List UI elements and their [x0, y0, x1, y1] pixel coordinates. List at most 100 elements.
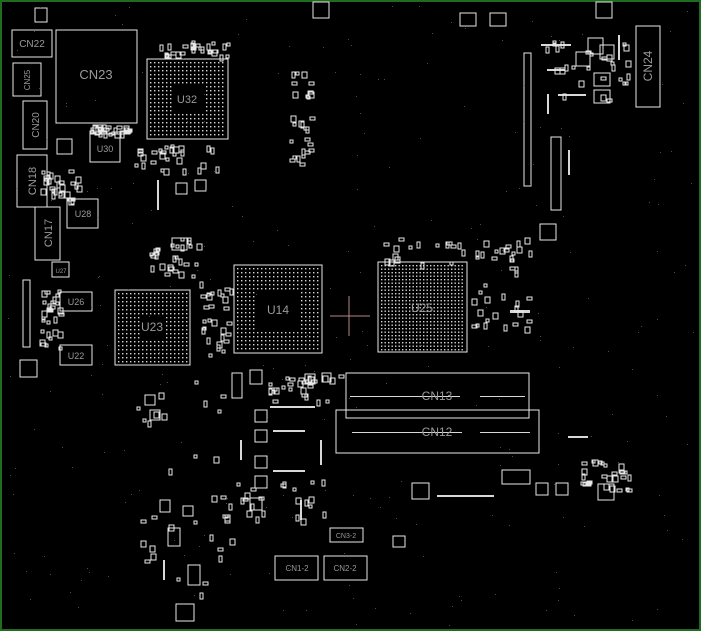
component-cn2-2[interactable]: [323, 555, 368, 581]
bga-pin: [206, 106, 208, 108]
bga-pin: [186, 134, 188, 136]
via: [97, 188, 98, 189]
pad: [144, 559, 151, 564]
bga-pin: [313, 304, 315, 306]
via: [464, 106, 465, 107]
bga-pin: [313, 292, 315, 294]
pad: [329, 377, 336, 385]
via: [283, 495, 284, 496]
component-u22[interactable]: [59, 344, 93, 366]
component-u23[interactable]: [114, 289, 191, 366]
component-connector[interactable]: [22, 279, 31, 348]
bga-pin: [437, 303, 439, 305]
pad: [281, 385, 286, 390]
pad: [191, 274, 196, 279]
bga-pin: [214, 122, 216, 124]
bga-pin: [166, 301, 168, 303]
bga-pin: [182, 333, 184, 335]
component-cn13[interactable]: [345, 372, 530, 419]
bga-pin: [458, 282, 460, 284]
component: [254, 429, 268, 443]
bga-pin: [273, 348, 275, 350]
pad: [224, 287, 231, 292]
component-cn3-2[interactable]: [329, 527, 364, 543]
bga-pin: [461, 321, 463, 323]
bga-pin: [257, 332, 259, 334]
component-connector[interactable]: [523, 52, 532, 187]
bga-pin: [289, 348, 291, 350]
bga-pin: [202, 134, 204, 136]
bga-pin: [301, 304, 303, 306]
component-u14[interactable]: [233, 264, 323, 354]
bga-pin: [241, 308, 243, 310]
component-cn17[interactable]: [34, 206, 61, 261]
component-u28[interactable]: [66, 198, 99, 229]
bga-pin: [285, 272, 287, 274]
bga-pin: [142, 357, 144, 359]
pad: [307, 375, 312, 383]
bga-pin: [198, 122, 200, 124]
component-cn23[interactable]: [55, 29, 138, 124]
component-cn22[interactable]: [11, 29, 53, 58]
bga-pin: [384, 265, 386, 267]
bga-pin: [170, 62, 172, 64]
bga-pin: [249, 300, 251, 302]
bga-pin: [222, 126, 224, 128]
bga-pin: [162, 78, 164, 80]
bga-pin: [405, 272, 407, 274]
bga-pin: [412, 349, 414, 351]
bga-pin: [388, 296, 390, 298]
component-cn12[interactable]: [335, 409, 540, 454]
bga-pin: [166, 110, 168, 112]
bga-pin: [158, 90, 160, 92]
bga-pin: [150, 301, 152, 303]
via: [66, 106, 67, 107]
bga-pin: [130, 293, 132, 295]
component-cn25[interactable]: [12, 62, 42, 97]
pad: [571, 65, 576, 70]
bga-pin: [391, 314, 393, 316]
bga-pin: [150, 106, 152, 108]
bga-pin: [384, 279, 386, 281]
bga-pin: [381, 268, 383, 270]
bga-pin: [309, 300, 311, 302]
pad: [600, 76, 607, 81]
pad: [514, 266, 519, 274]
component-cn20[interactable]: [22, 100, 48, 150]
bga-pin: [170, 301, 172, 303]
component-cn1-2[interactable]: [274, 555, 319, 581]
pad: [295, 514, 300, 522]
component-component[interactable]: [501, 469, 531, 485]
via: [380, 507, 381, 508]
component-u27[interactable]: [51, 261, 70, 278]
component-u25[interactable]: [377, 261, 468, 353]
bga-pin: [138, 317, 140, 319]
bga-pin: [437, 272, 439, 274]
bga-pin: [158, 130, 160, 132]
bga-pin: [305, 272, 307, 274]
bga-pin: [126, 349, 128, 351]
via: [102, 364, 103, 365]
bga-pin: [317, 344, 319, 346]
bga-pin: [391, 303, 393, 305]
bga-pin: [419, 349, 421, 351]
via: [540, 340, 541, 341]
component-cn24[interactable]: [635, 25, 661, 108]
bga-pin: [461, 303, 463, 305]
bga-pin: [245, 324, 247, 326]
component-connector[interactable]: [550, 136, 562, 211]
bga-pin: [430, 268, 432, 270]
component-u26[interactable]: [59, 291, 93, 312]
bga-pin: [384, 328, 386, 330]
bga-pin: [253, 296, 255, 298]
bga-pin: [412, 331, 414, 333]
via: [199, 546, 200, 547]
bga-pin: [451, 314, 453, 316]
component-u32[interactable]: [146, 58, 229, 140]
bga-pin: [174, 329, 176, 331]
via: [151, 210, 152, 211]
bga-pin: [437, 279, 439, 281]
bga-pin: [412, 335, 414, 337]
